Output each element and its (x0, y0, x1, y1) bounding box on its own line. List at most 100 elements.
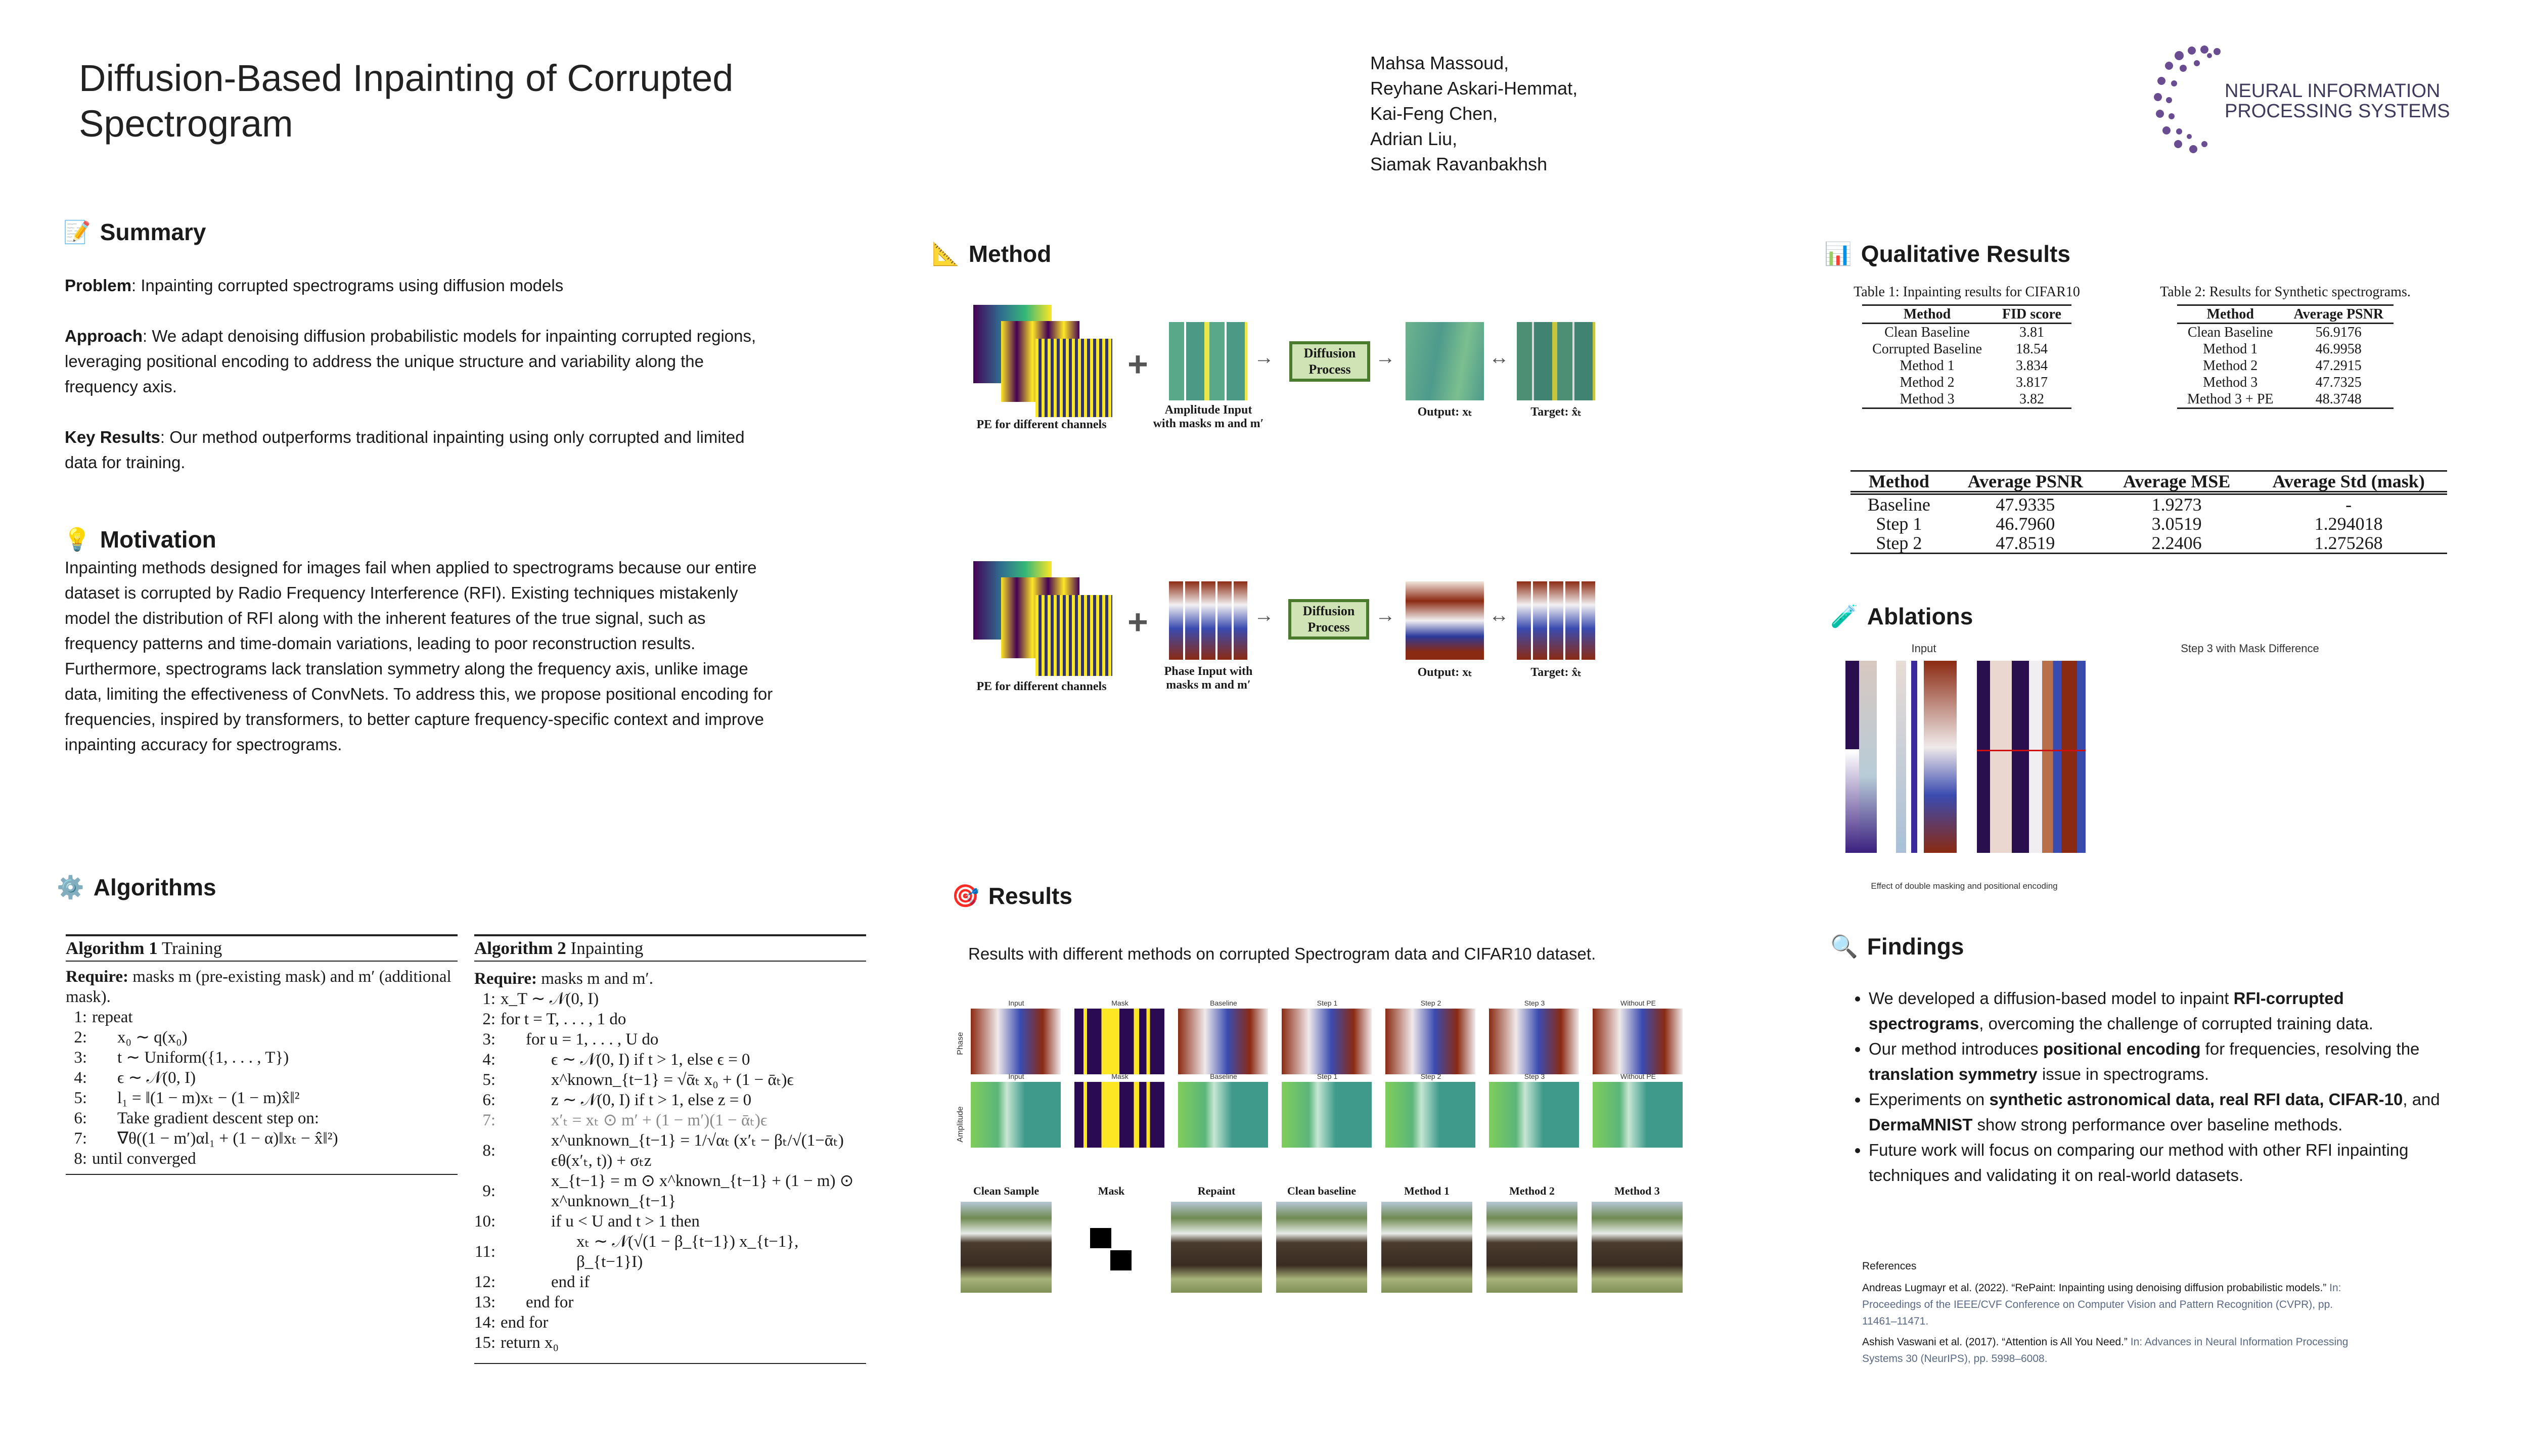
algorithm-line: 3:for u = 1, . . . , U do (474, 1029, 866, 1050)
algorithm-name: Inpainting (570, 938, 644, 958)
phase-input-label: Phase Input with masks m and m′ (1164, 665, 1253, 692)
pe-label: PE for different channels (976, 680, 1107, 693)
cifar-column-label: Clean Sample (973, 1185, 1040, 1197)
pe-channel-3 (1035, 595, 1112, 676)
table-cell: Step 2 (1876, 533, 1922, 553)
spectrogram-column-label: Without PE (1620, 1072, 1656, 1080)
heading-text: Ablations (1867, 603, 1973, 629)
cifar-column-label: Mask (1098, 1185, 1125, 1197)
magnifier-icon: 🔍 (1830, 934, 1858, 959)
amplitude-result-image (971, 1082, 1061, 1148)
algorithm-line: 8:until converged (66, 1149, 458, 1169)
output-label: Output: xₜ (1417, 405, 1472, 419)
arrow-right-icon: → (1254, 346, 1274, 369)
table-header-row: Method FID score (1862, 305, 2071, 324)
line-text: Take gradient descent step on: (117, 1109, 320, 1127)
cifar-column-label: Repaint (1197, 1185, 1236, 1197)
ablation-caption: Effect of double masking and positional … (1871, 881, 2058, 891)
double-arrow-icon: ↔ (1489, 346, 1509, 369)
amplitude-result-image (1178, 1082, 1268, 1148)
phase-input-image (1169, 581, 1247, 660)
cifar-result-image (1276, 1202, 1367, 1293)
finding-item: Our method introduces positional encodin… (1869, 1036, 2457, 1087)
references: References Andreas Lugmayr et al. (2022)… (1862, 1258, 2368, 1371)
qualitative-heading: 📊Qualitative Results (1824, 240, 2070, 267)
algorithm-line: 13:end for (474, 1292, 866, 1312)
phase-result-image (1074, 1009, 1164, 1074)
algorithm-line: 7:x′ₜ = xₜ ⊙ m′ + (1 − m′)(1 − ᾱₜ)ϵ (474, 1110, 866, 1130)
finding-text: issue in spectrograms. (2037, 1065, 2209, 1083)
spectrogram-column-label: Baseline (1210, 999, 1237, 1007)
method-diagram: PE for different channels + Amplitude In… (961, 298, 1628, 814)
input-strip (1911, 661, 1917, 853)
summary-heading: 📝Summary (63, 218, 206, 246)
table-1: Table 1: Inpainting results for CIFAR10 … (1840, 284, 2093, 409)
table-cell: 1.294018 (2314, 514, 2383, 534)
table-cell: Step 1 (1876, 514, 1922, 534)
table-cell: Method 1 (2203, 341, 2258, 357)
input-strip (1896, 661, 1906, 853)
line-number: 12: (474, 1273, 496, 1291)
reference-source: In: Proceedings of the IEEE/CVF Conferen… (1862, 1282, 2341, 1327)
line-number: 6: (482, 1091, 495, 1109)
neurips-logo: NEURAL INFORMATION PROCESSING SYSTEMS (2149, 40, 2462, 167)
target-image (1517, 581, 1595, 660)
pe-label: PE for different channels (976, 418, 1107, 431)
column-header: Method (1903, 306, 1951, 322)
cifar-result-image (1486, 1202, 1577, 1293)
label: Problem (65, 276, 132, 295)
cifar-result-image (961, 1202, 1052, 1293)
line-number: 3: (74, 1049, 87, 1067)
table-cell: Clean Baseline (1884, 325, 1970, 340)
heading-text: Method (968, 241, 1052, 267)
spectrogram-column-label: Baseline (1210, 1072, 1237, 1080)
table-cell: 48.3748 (2315, 391, 2362, 407)
output-image (1406, 581, 1484, 660)
cifar-column-label: Method 2 (1509, 1185, 1555, 1197)
target-label: Target: x̂ₜ (1530, 405, 1582, 419)
triangular-ruler-icon: 📐 (932, 242, 960, 266)
double-arrow-icon: ↔ (1489, 604, 1509, 626)
line-text: repeat (92, 1008, 133, 1026)
text: : Our method outperforms traditional inp… (65, 428, 745, 472)
poster-title: Diffusion-Based Inpainting of Corrupted … (79, 57, 734, 145)
line-number: 8: (74, 1150, 87, 1168)
algorithm-line: 1:x_T ∼ 𝒩(0, I) (474, 989, 866, 1009)
require-text: masks m (pre-existing mask) and m′ (addi… (66, 968, 452, 1006)
output-image (1406, 322, 1484, 400)
amplitude-result-image (1074, 1082, 1164, 1148)
text: : Inpainting corrupted spectrograms usin… (131, 276, 564, 295)
finding-text: positional encoding (2043, 1039, 2201, 1058)
table-cell: 3.0519 (2151, 514, 2202, 534)
table-cell: 46.9958 (2315, 341, 2362, 357)
motivation-heading: 💡Motivation (63, 526, 216, 553)
heading-text: Algorithms (93, 874, 216, 900)
table-cell: 1.275268 (2314, 533, 2383, 553)
table-caption: Table 2: Results for Synthetic spectrogr… (2160, 284, 2411, 300)
line-text: z ∼ 𝒩(0, I) if t > 1, else z = 0 (551, 1091, 752, 1109)
column-header: Average Std (mask) (2272, 471, 2425, 491)
author: Kai-Feng Chen, (1370, 103, 1498, 124)
algorithm-line: 10:if u < U and t > 1 then (474, 1211, 866, 1232)
table-cell: 47.9335 (1996, 494, 2055, 515)
column-header: FID score (2002, 306, 2061, 322)
table-cell: Corrupted Baseline (1872, 341, 1982, 357)
algorithm-line: 15:return x₀ (474, 1333, 866, 1353)
line-text: for u = 1, . . . , U do (526, 1030, 659, 1049)
table-cell: Method 3 (2203, 375, 2258, 390)
spectrogram-column-label: Without PE (1620, 999, 1656, 1007)
finding-text: synthetic astronomical data, real RFI da… (1989, 1090, 2403, 1109)
pe-channel-3 (1035, 339, 1112, 417)
phase-result-image (1385, 1009, 1475, 1074)
diffusion-process-box: Diffusion Process (1289, 341, 1370, 382)
